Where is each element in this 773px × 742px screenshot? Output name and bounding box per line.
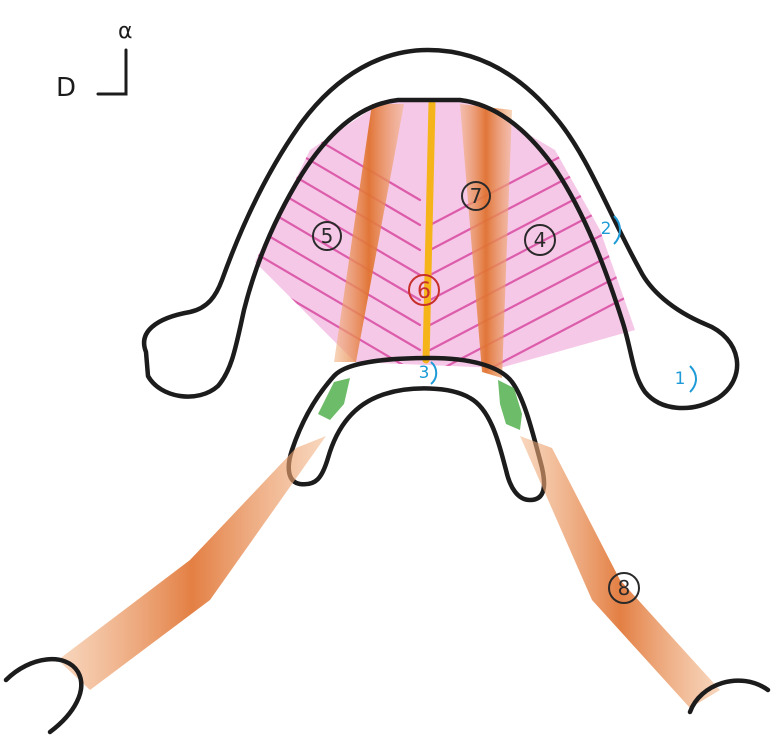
orientation-label-left: D	[56, 73, 76, 103]
label-4-text: 4	[534, 228, 547, 252]
label-3: 3	[419, 362, 437, 384]
label-8-text: 8	[618, 576, 631, 600]
label-2-text: 2	[601, 219, 612, 239]
muscle-band-lower-left	[58, 436, 326, 690]
membrane-region	[250, 100, 640, 400]
label-3-text: 3	[419, 363, 430, 383]
label-5-text: 5	[321, 224, 334, 248]
attachment-right	[498, 380, 522, 430]
muscle-band-lower-right	[520, 436, 720, 708]
label-1-bracket	[690, 366, 696, 392]
label-7-text: 7	[470, 184, 483, 208]
label-1-text: 1	[675, 369, 686, 389]
orientation-label-top: α	[118, 19, 133, 44]
label-1: 1	[675, 366, 696, 392]
label-6-text: 6	[417, 279, 431, 304]
orientation-marker: D α	[56, 19, 133, 103]
lower-muscle-bands	[58, 436, 720, 708]
membrane-fill	[255, 100, 635, 368]
inner-bone-outline	[289, 358, 544, 500]
attachment-left	[318, 378, 350, 420]
orientation-axes	[98, 50, 126, 94]
